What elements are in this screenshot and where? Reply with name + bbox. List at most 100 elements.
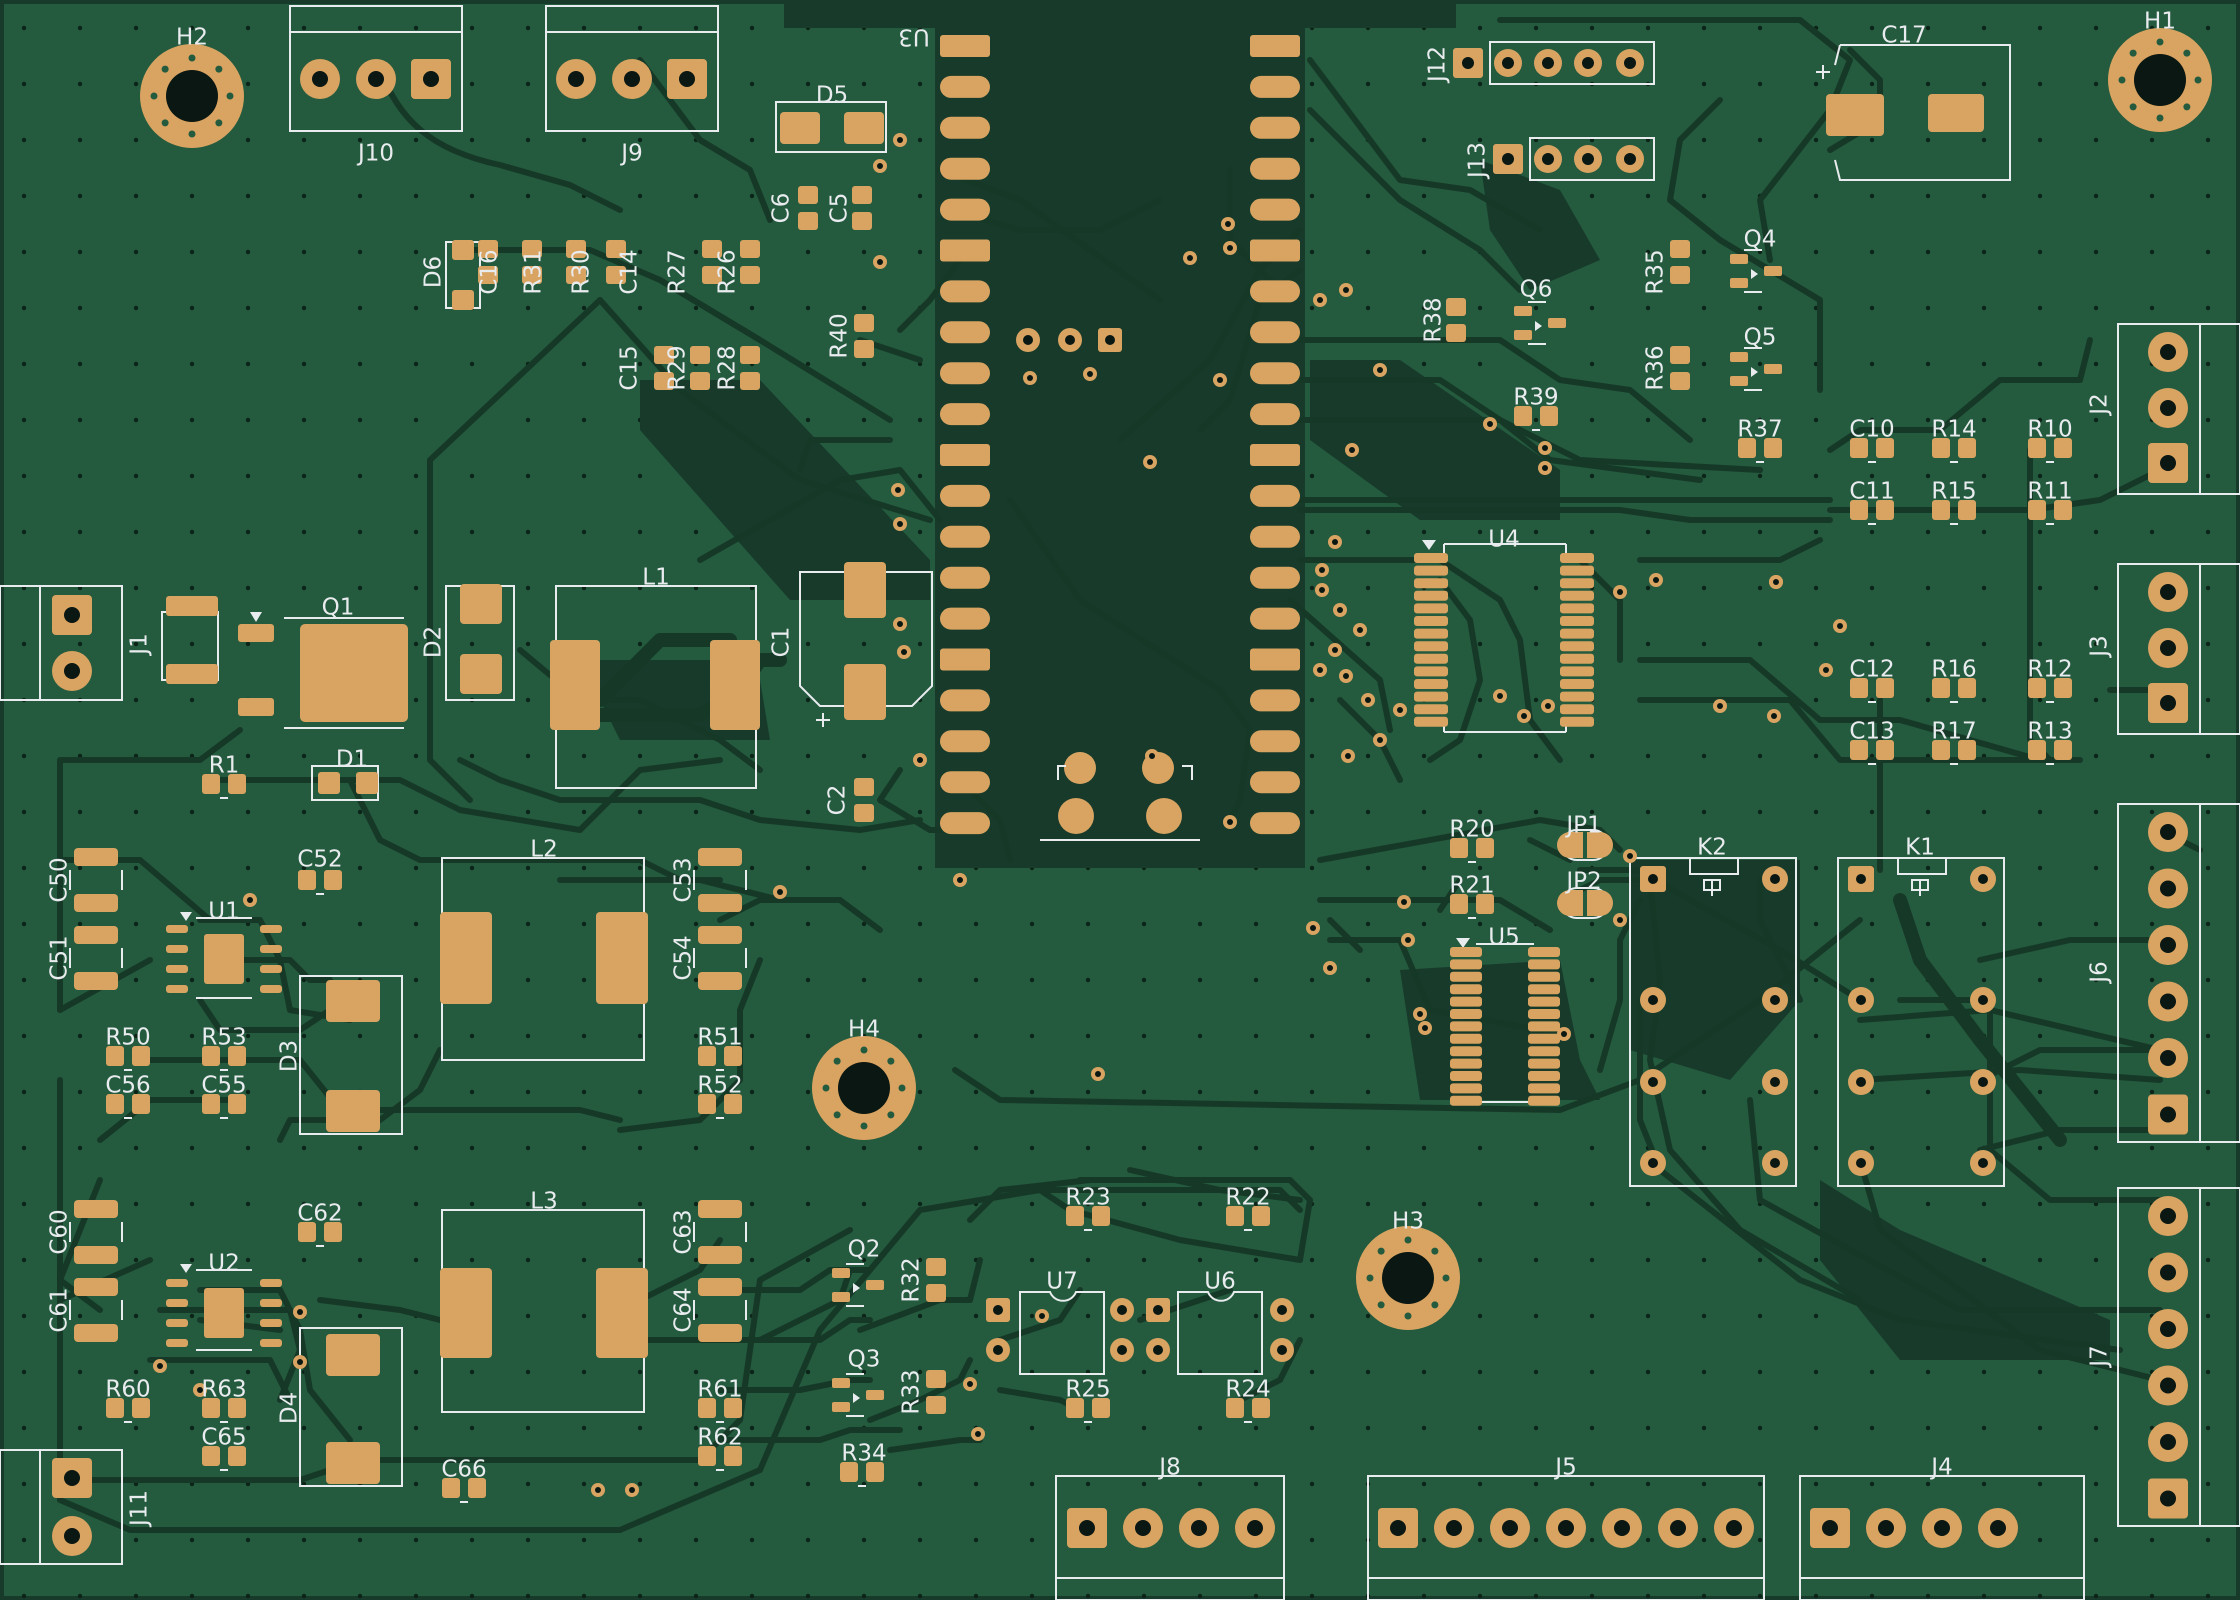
capacitor-c10[interactable] (1850, 438, 1894, 463)
capacitor-c14[interactable] (606, 240, 626, 284)
connector-j5[interactable] (1367, 1475, 1765, 1600)
resistor-r63[interactable] (202, 1398, 246, 1423)
diode-d4[interactable] (299, 1327, 403, 1487)
transistor-q4[interactable] (1730, 249, 1782, 293)
capacitor-c65[interactable] (202, 1446, 246, 1471)
capacitor-c66[interactable] (442, 1478, 486, 1503)
resistor-r51[interactable] (698, 1046, 742, 1071)
resistor-r14[interactable] (1932, 438, 1976, 463)
resistor-r37[interactable] (1738, 438, 1782, 463)
capacitor-c5[interactable] (852, 186, 872, 230)
capacitor-c50[interactable] (69, 848, 123, 912)
ic-u1[interactable] (166, 912, 282, 999)
relay-k2[interactable] (1629, 857, 1797, 1187)
capacitor-c51[interactable] (69, 926, 123, 990)
connector-j10[interactable] (289, 5, 463, 132)
resistor-r36[interactable] (1670, 346, 1690, 390)
resistor-r25[interactable] (1066, 1398, 1110, 1423)
resistor-r20[interactable] (1450, 838, 1494, 863)
capacitor-c56[interactable] (106, 1094, 150, 1119)
capacitor-c15[interactable] (654, 346, 674, 390)
resistor-r50[interactable] (106, 1046, 150, 1071)
capacitor-c2[interactable] (854, 778, 874, 822)
resistor-r29[interactable] (690, 346, 710, 390)
jumper-jp1[interactable] (1557, 829, 1613, 861)
fuse-f1[interactable] (161, 596, 219, 684)
capacitor-c60[interactable] (69, 1200, 123, 1264)
capacitor-c61[interactable] (69, 1278, 123, 1342)
resistor-r15[interactable] (1932, 500, 1976, 525)
resistor-r16[interactable] (1932, 678, 1976, 703)
transistor-q5[interactable] (1730, 347, 1782, 391)
resistor-r34[interactable] (840, 1462, 884, 1487)
connector-j6[interactable] (2117, 803, 2240, 1143)
connector-j2[interactable] (2117, 323, 2240, 495)
resistor-r62[interactable] (698, 1446, 742, 1471)
capacitor-c54[interactable] (693, 926, 747, 990)
resistor-r38[interactable] (1446, 298, 1466, 342)
resistor-r1[interactable] (202, 774, 246, 799)
diode-d1[interactable] (311, 765, 379, 801)
diode-d2[interactable] (445, 584, 515, 701)
inductor-l2[interactable] (440, 857, 648, 1061)
resistor-r32[interactable] (926, 1258, 946, 1302)
capacitor-c55[interactable] (202, 1094, 246, 1119)
transistor-q6[interactable] (1514, 301, 1566, 345)
capacitor-c64[interactable] (693, 1278, 747, 1342)
resistor-r33[interactable] (926, 1370, 946, 1414)
resistor-r23[interactable] (1066, 1206, 1110, 1231)
resistor-r12[interactable] (2028, 678, 2072, 703)
resistor-r31[interactable] (522, 240, 542, 284)
ic-u5[interactable] (1450, 938, 1560, 1106)
capacitor-c53[interactable] (693, 848, 747, 912)
capacitor-c13[interactable] (1850, 740, 1894, 765)
resistor-r10[interactable] (2028, 438, 2072, 463)
resistor-r26[interactable] (740, 240, 760, 284)
diode-d5[interactable] (775, 101, 887, 153)
transistor-q3[interactable] (832, 1373, 884, 1417)
resistor-r27[interactable] (702, 240, 722, 284)
connector-j3[interactable] (2117, 563, 2240, 735)
connector-j1[interactable] (0, 585, 123, 701)
inductor-l3[interactable] (440, 1209, 648, 1413)
resistor-r11[interactable] (2028, 500, 2072, 525)
connector-j8[interactable] (1055, 1475, 1285, 1600)
capacitor-c17[interactable] (1816, 44, 2011, 181)
transistor-q2[interactable] (832, 1263, 884, 1307)
resistor-r17[interactable] (1932, 740, 1976, 765)
connector-j11[interactable] (0, 1449, 123, 1565)
capacitor-c16[interactable] (478, 240, 498, 284)
connector-j4[interactable] (1799, 1475, 2085, 1600)
resistor-r22[interactable] (1226, 1206, 1270, 1231)
connector-j12[interactable] (1453, 41, 1655, 85)
resistor-r28[interactable] (740, 346, 760, 390)
opto-u6[interactable] (1146, 1291, 1294, 1375)
resistor-r53[interactable] (202, 1046, 246, 1071)
connector-j9[interactable] (545, 5, 719, 132)
resistor-r13[interactable] (2028, 740, 2072, 765)
jumper-jp2[interactable] (1557, 887, 1613, 919)
resistor-r30[interactable] (566, 240, 586, 284)
capacitor-c1[interactable] (799, 562, 933, 727)
ic-u2[interactable] (166, 1264, 282, 1351)
capacitor-c6[interactable] (798, 186, 818, 230)
resistor-r52[interactable] (698, 1094, 742, 1119)
capacitor-c11[interactable] (1850, 500, 1894, 525)
resistor-r60[interactable] (106, 1398, 150, 1423)
module-u3[interactable] (940, 35, 1300, 841)
capacitor-c63[interactable] (693, 1200, 747, 1264)
relay-k1[interactable] (1837, 857, 2005, 1187)
inductor-l1[interactable] (550, 585, 760, 789)
capacitor-c62[interactable] (298, 1222, 342, 1247)
connector-j13[interactable] (1493, 137, 1655, 181)
ic-u4[interactable] (1414, 540, 1594, 733)
resistor-r21[interactable] (1450, 894, 1494, 919)
opto-u7[interactable] (986, 1291, 1134, 1375)
resistor-r40[interactable] (854, 314, 874, 358)
resistor-r61[interactable] (698, 1398, 742, 1423)
resistor-r35[interactable] (1670, 240, 1690, 284)
connector-j7[interactable] (2117, 1187, 2240, 1527)
transistor-q1[interactable] (238, 612, 408, 729)
diode-d3[interactable] (299, 975, 403, 1135)
capacitor-c52[interactable] (298, 870, 342, 895)
